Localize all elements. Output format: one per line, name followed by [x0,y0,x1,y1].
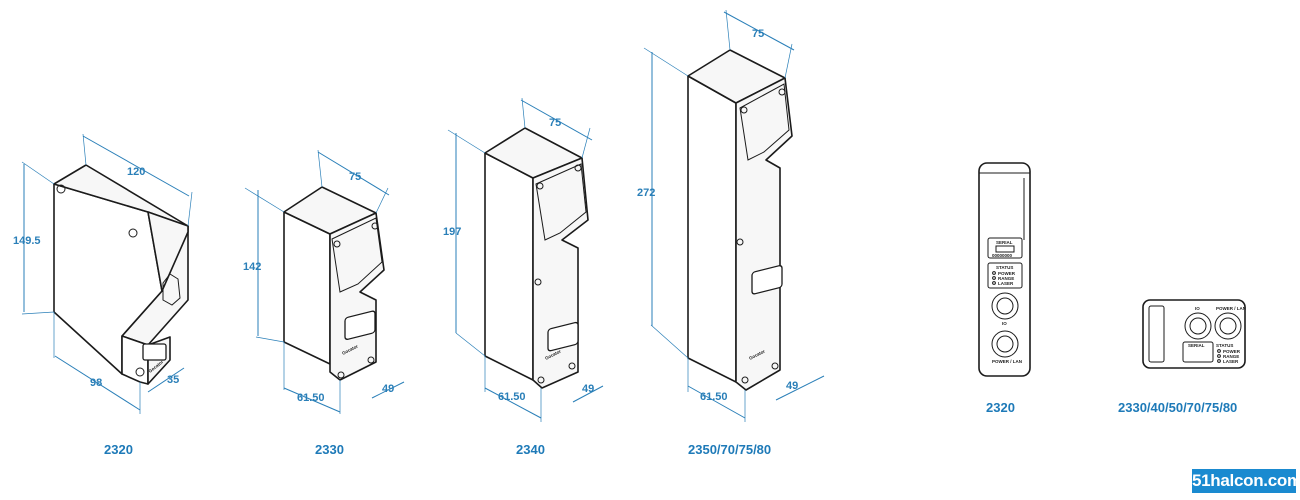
dim-2340-depth-a: 61.50 [498,391,526,403]
connector-panel-2330-series: IO POWER / LAN SERIAL STATUS POWER RANGE… [1142,299,1246,369]
serial-number-2320: 00000000 [992,253,1013,258]
caption-2320: 2320 [104,442,133,457]
dim-2350-depth-a: 61.50 [700,391,728,403]
dimension-lines-2340 [447,97,604,422]
dim-2330-depth-a: 61.50 [297,392,325,404]
label-range-2330: RANGE [1223,354,1239,359]
label-power-lan-2330: POWER / LAN [1216,306,1246,311]
sensor-2340-isometric: Gocator [484,127,589,389]
label-range-2320: RANGE [998,276,1014,281]
dim-2330-height: 142 [243,261,261,273]
label-serial-2330: SERIAL [1188,343,1205,348]
label-power-2330: POWER [1223,349,1241,354]
dim-2330-width: 75 [349,171,361,183]
dim-2340-width: 75 [549,117,561,129]
dimension-lines-2320 [21,133,193,414]
dim-2330-depth-b: 49 [382,383,394,395]
label-power-lan-2320: POWER / LAN [992,359,1022,364]
connector-panel-2320: SERIAL 00000000 STATUS POWER RANGE LASER… [978,162,1031,377]
dim-2320-width: 120 [127,166,145,178]
dim-2350-height: 272 [637,187,655,199]
label-io-2330: IO [1195,306,1200,311]
watermark: 51halcon.com [1192,469,1300,493]
caption-2350-series: 2350/70/75/80 [688,442,771,457]
label-status-2330: STATUS [1216,343,1233,348]
label-laser-2330: LASER [1223,359,1239,364]
dim-2320-depth-a: 98 [90,377,102,389]
dim-2320-depth-b: 35 [167,374,179,386]
caption-connector-2320: 2320 [986,400,1015,415]
dim-2340-depth-b: 49 [582,383,594,395]
dim-2340-height: 197 [443,226,461,238]
dim-2350-width: 75 [752,28,764,40]
label-laser-2320: LASER [998,281,1014,286]
label-status-2320: STATUS [996,265,1013,270]
sensor-2320-isometric: Gocator [53,164,189,385]
dim-2350-depth-b: 49 [786,380,798,392]
sensor-2330-isometric: Gocator [283,186,385,381]
caption-2340: 2340 [516,442,545,457]
label-serial-2320: SERIAL [996,240,1013,245]
label-io-2320: IO [1002,321,1007,326]
sensor-2350-isometric: Gocator [687,49,793,391]
dimension-lines-2350 [643,9,825,422]
label-power-2320: POWER [998,271,1016,276]
dimension-lines-2330 [244,149,405,414]
dim-2320-height: 149.5 [13,235,41,247]
caption-connector-2330-series: 2330/40/50/70/75/80 [1118,400,1237,415]
caption-2330: 2330 [315,442,344,457]
